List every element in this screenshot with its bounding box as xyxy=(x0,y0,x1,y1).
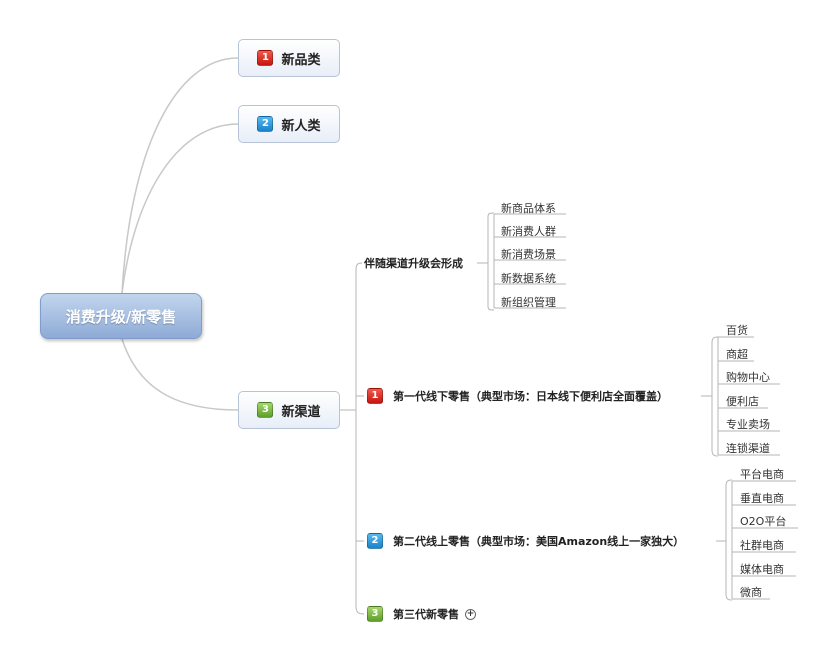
branch-label: 新人类 xyxy=(281,118,321,134)
subtopic-gen3[interactable]: 3 第三代新零售 + xyxy=(367,606,476,622)
subtopic-intro[interactable]: 伴随渠道升级会形成 xyxy=(364,255,463,271)
leaf-item[interactable]: 垂直电商 xyxy=(740,492,784,505)
connector-channel-vertical xyxy=(355,262,365,615)
connector-gen1-children xyxy=(701,336,719,457)
priority-2-icon: 2 xyxy=(367,533,383,549)
central-topic[interactable]: 消费升级/新零售 xyxy=(40,293,202,339)
priority-3-icon: 3 xyxy=(257,402,274,418)
leaf-item[interactable]: 新消费场景 xyxy=(501,248,556,261)
expand-icon[interactable]: + xyxy=(465,608,476,620)
leaf-item[interactable]: 连锁渠道 xyxy=(726,442,770,455)
subtopic-label: 伴随渠道升级会形成 xyxy=(364,257,463,270)
connector-root-branch-2 xyxy=(121,123,239,294)
connector-root-branch-1 xyxy=(121,57,239,294)
leaf-item[interactable]: 新消费人群 xyxy=(501,225,556,238)
subtopic-label: 第一代线下零售（典型市场：日本线下便利店全面覆盖） xyxy=(393,390,668,403)
subtopic-label: 第二代线上零售（典型市场：美国Amazon线上一家独大） xyxy=(393,535,685,548)
leaf-item[interactable]: 新数据系统 xyxy=(501,272,556,285)
branch-label: 新渠道 xyxy=(281,404,321,420)
leaf-item[interactable]: 新商品体系 xyxy=(501,202,556,215)
priority-3-icon: 3 xyxy=(367,606,383,622)
leaf-item[interactable]: 新组织管理 xyxy=(501,296,556,309)
priority-2-icon: 2 xyxy=(257,116,274,132)
leaf-item[interactable]: 专业卖场 xyxy=(726,418,770,431)
central-topic-label: 消费升级/新零售 xyxy=(65,307,177,326)
leaf-underlines-intro xyxy=(494,213,566,309)
branch-label: 新品类 xyxy=(281,52,321,68)
branch-new-category[interactable]: 1 新品类 xyxy=(238,39,340,77)
branch-new-people[interactable]: 2 新人类 xyxy=(238,105,340,143)
connector-gen2-children xyxy=(716,479,733,601)
leaf-underlines-gen2 xyxy=(732,480,798,600)
priority-1-icon: 1 xyxy=(257,50,274,66)
leaf-item[interactable]: 平台电商 xyxy=(740,468,784,481)
leaf-item[interactable]: 商超 xyxy=(726,348,748,361)
leaf-item[interactable]: 微商 xyxy=(740,586,762,599)
leaf-item[interactable]: O2O平台 xyxy=(740,515,787,528)
connector-root-branch-3 xyxy=(121,338,239,411)
priority-1-icon: 1 xyxy=(367,388,383,404)
branch-new-channel[interactable]: 3 新渠道 xyxy=(238,391,340,429)
leaf-underlines-gen1 xyxy=(718,336,780,456)
leaf-item[interactable]: 社群电商 xyxy=(740,539,784,552)
subtopic-gen2[interactable]: 2 第二代线上零售（典型市场：美国Amazon线上一家独大） xyxy=(367,533,684,549)
subtopic-label: 第三代新零售 xyxy=(393,608,459,621)
leaf-item[interactable]: 百货 xyxy=(726,324,748,337)
connector-intro-children xyxy=(477,212,495,311)
subtopic-gen1[interactable]: 1 第一代线下零售（典型市场：日本线下便利店全面覆盖） xyxy=(367,388,668,404)
leaf-item[interactable]: 媒体电商 xyxy=(740,563,784,576)
leaf-item[interactable]: 便利店 xyxy=(726,395,759,408)
leaf-item[interactable]: 购物中心 xyxy=(726,371,770,384)
